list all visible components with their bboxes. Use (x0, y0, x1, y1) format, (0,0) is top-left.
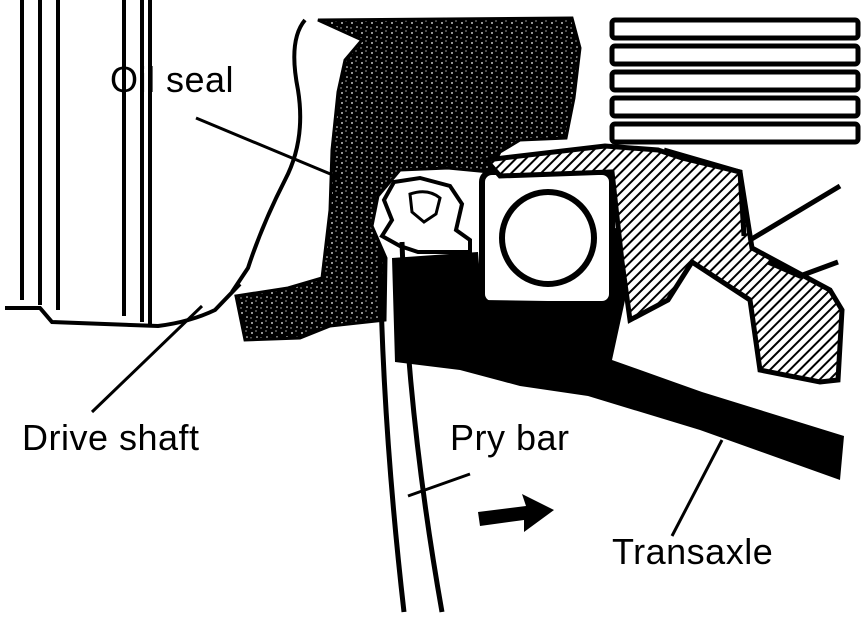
leader-lines (90, 116, 724, 537)
pry-bar-label: Pry bar (450, 417, 570, 458)
pry-bar (377, 241, 445, 613)
drive-shaft-leader (90, 304, 204, 414)
transaxle-label: Transaxle (612, 531, 774, 572)
transaxle-flange (663, 147, 842, 279)
drive-shaft-body (5, 0, 307, 329)
oil-seal-lip (379, 175, 472, 254)
transaxle-leader (670, 439, 724, 537)
oil-seal-label: Oil seal (110, 59, 235, 100)
arrow-right-icon (478, 494, 554, 532)
drive-shaft-label: Drive shaft (22, 417, 200, 458)
oil-seal-inner-lip (408, 190, 442, 224)
transaxle-fins (609, 17, 861, 145)
bearing (479, 169, 615, 307)
pry-bar-leader (407, 472, 471, 498)
oil-seal-leader (195, 116, 341, 180)
transaxle-housing-section (234, 16, 582, 342)
transaxle-lower-body (392, 222, 844, 480)
transaxle-case-section (480, 143, 845, 385)
